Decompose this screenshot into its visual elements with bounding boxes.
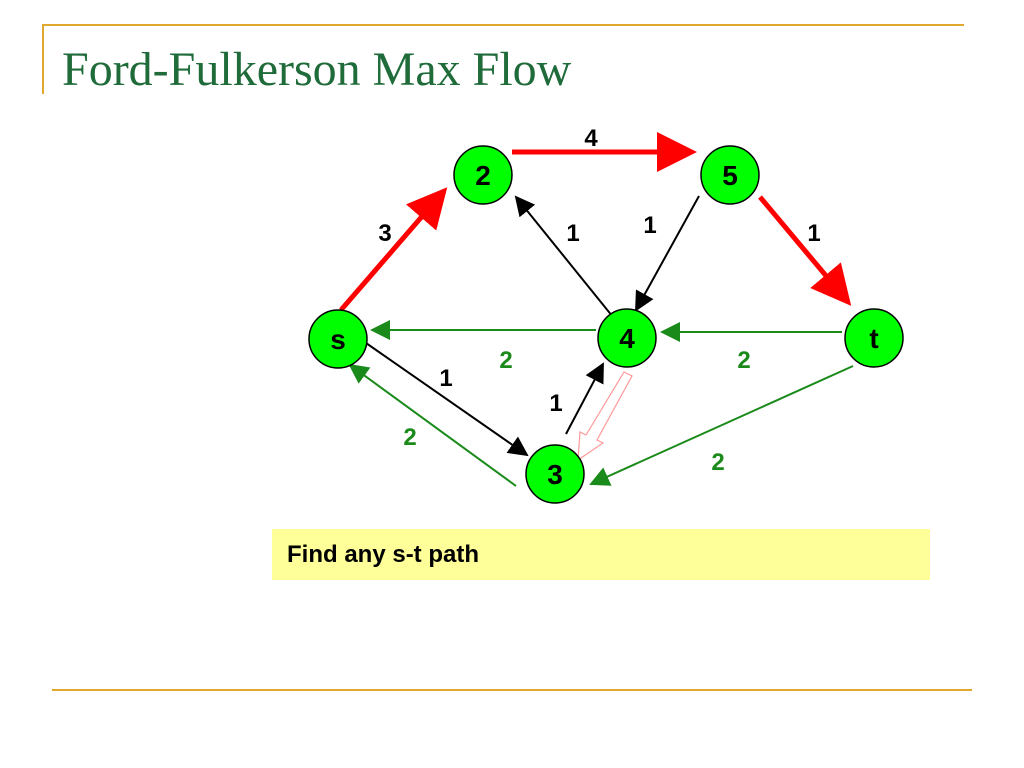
- edge-label-3-4: 1: [549, 390, 562, 417]
- bottom-rule: [52, 689, 972, 691]
- edge-label-4-s: 2: [499, 347, 512, 374]
- edge-5-t: [758, 195, 852, 306]
- edge-label-s-2: 3: [378, 220, 391, 247]
- edge-s-2: [339, 187, 448, 312]
- node-label-2: 2: [475, 160, 491, 191]
- edge-label-t-3: 2: [711, 449, 724, 476]
- node-s: s: [308, 309, 368, 369]
- caption-text: Find any s-t path: [287, 540, 479, 568]
- edge-3-s: [348, 363, 517, 487]
- edge-label-t-4: 2: [737, 347, 750, 374]
- node-2: 2: [453, 145, 513, 205]
- node-label-s: s: [330, 324, 346, 355]
- edge-s-3: [365, 342, 529, 457]
- slide-title: Ford-Fulkerson Max Flow: [62, 43, 572, 96]
- node-5: 5: [700, 145, 760, 205]
- node-4: 4: [597, 308, 657, 368]
- left-rule: [42, 24, 44, 94]
- edge-label-3-s: 2: [403, 424, 416, 451]
- node-label-4: 4: [619, 323, 635, 354]
- top-rule: [42, 24, 964, 26]
- edge-3-4: [565, 362, 604, 435]
- edge-label-4-2: 1: [566, 220, 579, 247]
- node-3: 3: [525, 444, 585, 504]
- node-label-3: 3: [547, 459, 563, 490]
- edge-label-s-3: 1: [439, 365, 452, 392]
- edge-label-5-t: 1: [807, 220, 820, 247]
- edge-5-4: [635, 195, 700, 312]
- edge-4-2: [514, 195, 618, 323]
- node-t: t: [844, 308, 904, 368]
- edge-label-2-5: 4: [584, 125, 598, 152]
- edge-t-3: [589, 365, 854, 486]
- caption-box: Find any s-t path: [272, 529, 930, 580]
- node-label-t: t: [869, 323, 878, 354]
- node-label-5: 5: [722, 160, 738, 191]
- hollow-highlight-arrow: [577, 371, 633, 462]
- edge-label-5-4: 1: [643, 212, 656, 239]
